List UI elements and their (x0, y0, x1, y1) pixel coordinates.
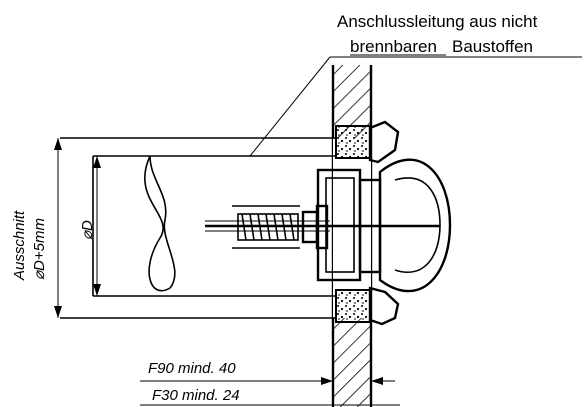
callout-text: Anschlussleitung aus nicht brennbaren Ba… (337, 12, 538, 56)
downlight-housing (60, 137, 336, 319)
callout-line2-underlined: brennbaren (350, 37, 437, 56)
diameter-label: ⌀D (79, 220, 96, 240)
cutout-dimension: Ausschnitt ⌀D+5mm (11, 138, 62, 318)
cutout-value: ⌀D+5mm (31, 218, 48, 280)
f90-label: F90 mind. 40 (148, 360, 236, 377)
wall-section (331, 65, 373, 407)
fire-seal (335, 120, 400, 326)
diameter-dimension: ⌀D (79, 156, 101, 296)
callout-leader (249, 56, 582, 157)
thickness-dimensions: F90 mind. 40 F30 mind. 24 (140, 360, 400, 406)
lamp-assembly (205, 158, 452, 293)
callout-line2-rest: Baustoffen (452, 37, 533, 56)
f30-label: F30 mind. 24 (152, 387, 240, 404)
callout-line1: Anschlussleitung aus nicht (337, 12, 538, 31)
cutout-label: Ausschnitt (11, 210, 28, 281)
spring (237, 213, 299, 241)
